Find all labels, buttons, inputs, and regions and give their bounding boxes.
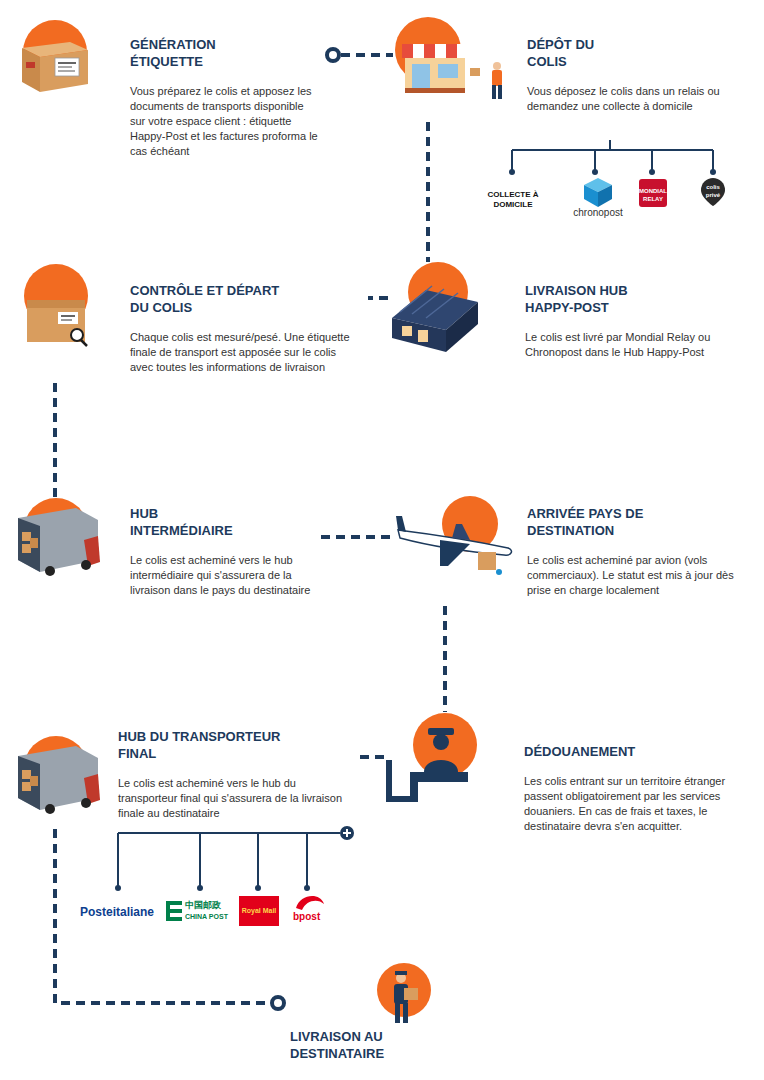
inspection-icon [24, 264, 88, 346]
step-node: LIVRAISON HUB HAPPY-POST Le colis est liv… [388, 262, 746, 368]
warehouse-icon [392, 262, 478, 352]
carrier-label: Posteitaliane [80, 905, 160, 919]
step-node: GÉNÉRATION ÉTIQUETTE Vous préparez le col… [18, 22, 326, 167]
step-heading: ARRIVÉE PAYS DE DESTINATION [527, 505, 697, 539]
dashed-connector [321, 535, 396, 539]
parcel-icon [22, 20, 88, 92]
carrier-label: COLLECTE À DOMICILE [481, 190, 545, 210]
step-heading: HUB INTERMÉDIAIRE [130, 505, 250, 539]
carrier-label: MONDIAL RELAY [639, 187, 667, 203]
carrier-label: CHINA POST [185, 912, 233, 921]
step-description: Chaque colis est mesuré/pesé. Une étique… [130, 330, 362, 375]
customs-icon [386, 713, 477, 802]
step-heading: HUB DU TRANSPORTEUR FINAL [118, 728, 298, 762]
carrier-label: colis privé [701, 183, 725, 199]
carrier-tree [509, 140, 716, 175]
step-heading: DÉPÔT DU COLIS [527, 36, 637, 70]
step-description: Le colis est livré par Mondial Relay ou … [525, 330, 740, 360]
connector-end-dot [272, 997, 284, 1009]
dashed-connector [368, 296, 388, 300]
truck-icon [18, 498, 100, 576]
step-description: Les colis entrant sur un territoire étra… [524, 774, 746, 834]
step-heading: GÉNÉRATION ÉTIQUETTE [130, 36, 240, 70]
dashed-connector [55, 829, 285, 1003]
step-description: Vous préparez le colis et apposez les do… [130, 84, 320, 159]
step-description: Le colis est acheminé vers le hub interm… [130, 553, 315, 598]
step-node: HUB DU TRANSPORTEUR FINAL Le colis est ac… [15, 726, 354, 829]
shop-icon [395, 17, 502, 99]
plane-icon [396, 496, 511, 575]
connector-end-dot [327, 49, 339, 61]
dashed-connector [426, 122, 430, 262]
step-node: DÉDOUANEMENT Les colis entrant sur un ter… [384, 712, 752, 842]
step-node: DÉPÔT DU COLIS Vous déposez le colis dans… [393, 22, 745, 122]
dashed-connector [53, 383, 57, 498]
step-node: HUB INTERMÉDIAIRE Le colis est acheminé v… [15, 498, 321, 606]
carrier-label: Royal Mail [239, 906, 279, 915]
step-node: CONTRÔLE ET DÉPART DU COLIS Chaque colis … [22, 262, 368, 383]
step-description: Vous déposez le colis dans un relais ou … [527, 84, 739, 114]
step-node: LIVRAISON AU DESTINATAIRE [285, 962, 431, 1080]
carrier-label: 中国邮政 [185, 900, 233, 911]
step-heading: DÉDOUANEMENT [524, 743, 704, 760]
plus-symbol [343, 829, 351, 837]
carrier-label: chronopost [566, 207, 630, 219]
carrier-tree [115, 826, 354, 891]
dashed-connector [443, 606, 447, 712]
courier-icon [377, 963, 431, 1023]
step-heading: LIVRAISON AU DESTINATAIRE [290, 1028, 425, 1062]
carrier-logos [584, 178, 725, 207]
step-node: ARRIVÉE PAYS DE DESTINATION Le colis est … [396, 495, 748, 606]
step-description: Le colis est acheminé par avion (vols co… [527, 553, 742, 598]
step-description: Le colis est acheminé vers le hub du tra… [118, 776, 348, 821]
step-heading: LIVRAISON HUB HAPPY-POST [525, 282, 665, 316]
truck-icon [18, 736, 100, 814]
dashed-connector [354, 755, 384, 759]
carrier-label: bpost [293, 911, 333, 923]
step-heading: CONTRÔLE ET DÉPART DU COLIS [130, 282, 280, 316]
